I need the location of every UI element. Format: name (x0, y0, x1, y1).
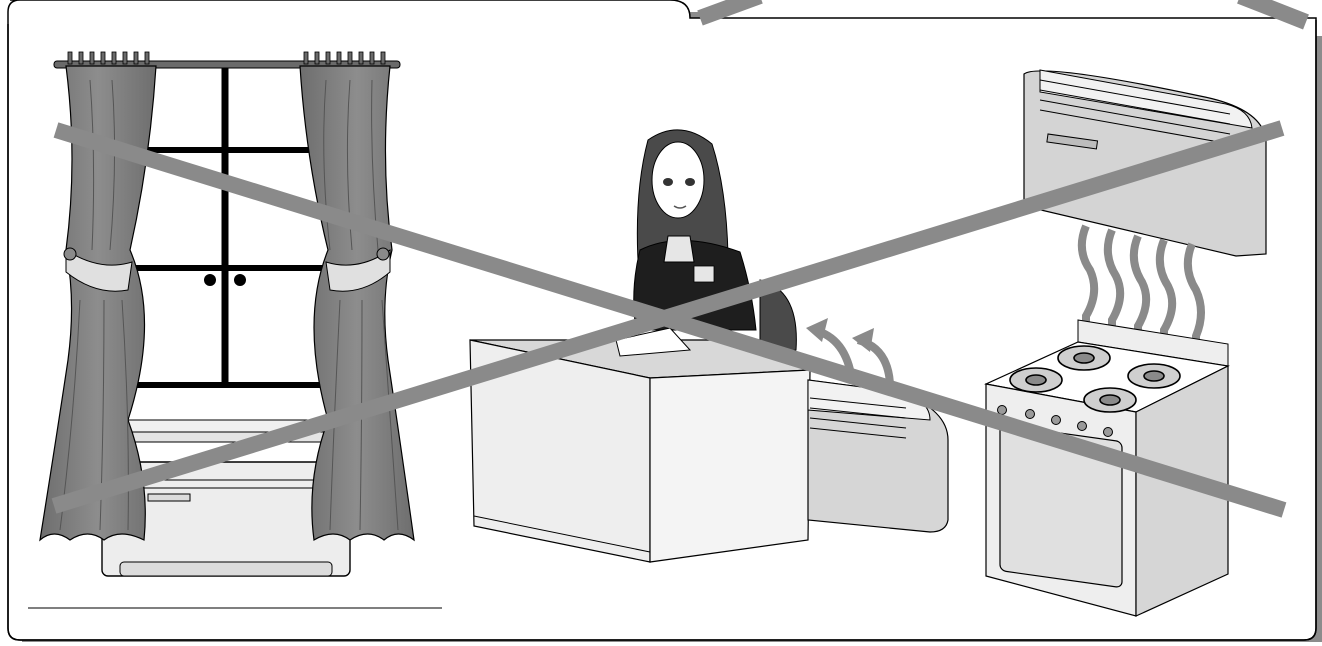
window-knob-left (204, 274, 216, 286)
name-badge (694, 266, 714, 282)
window-knob-right (234, 274, 246, 286)
face (652, 142, 704, 218)
desk-side (650, 370, 810, 562)
